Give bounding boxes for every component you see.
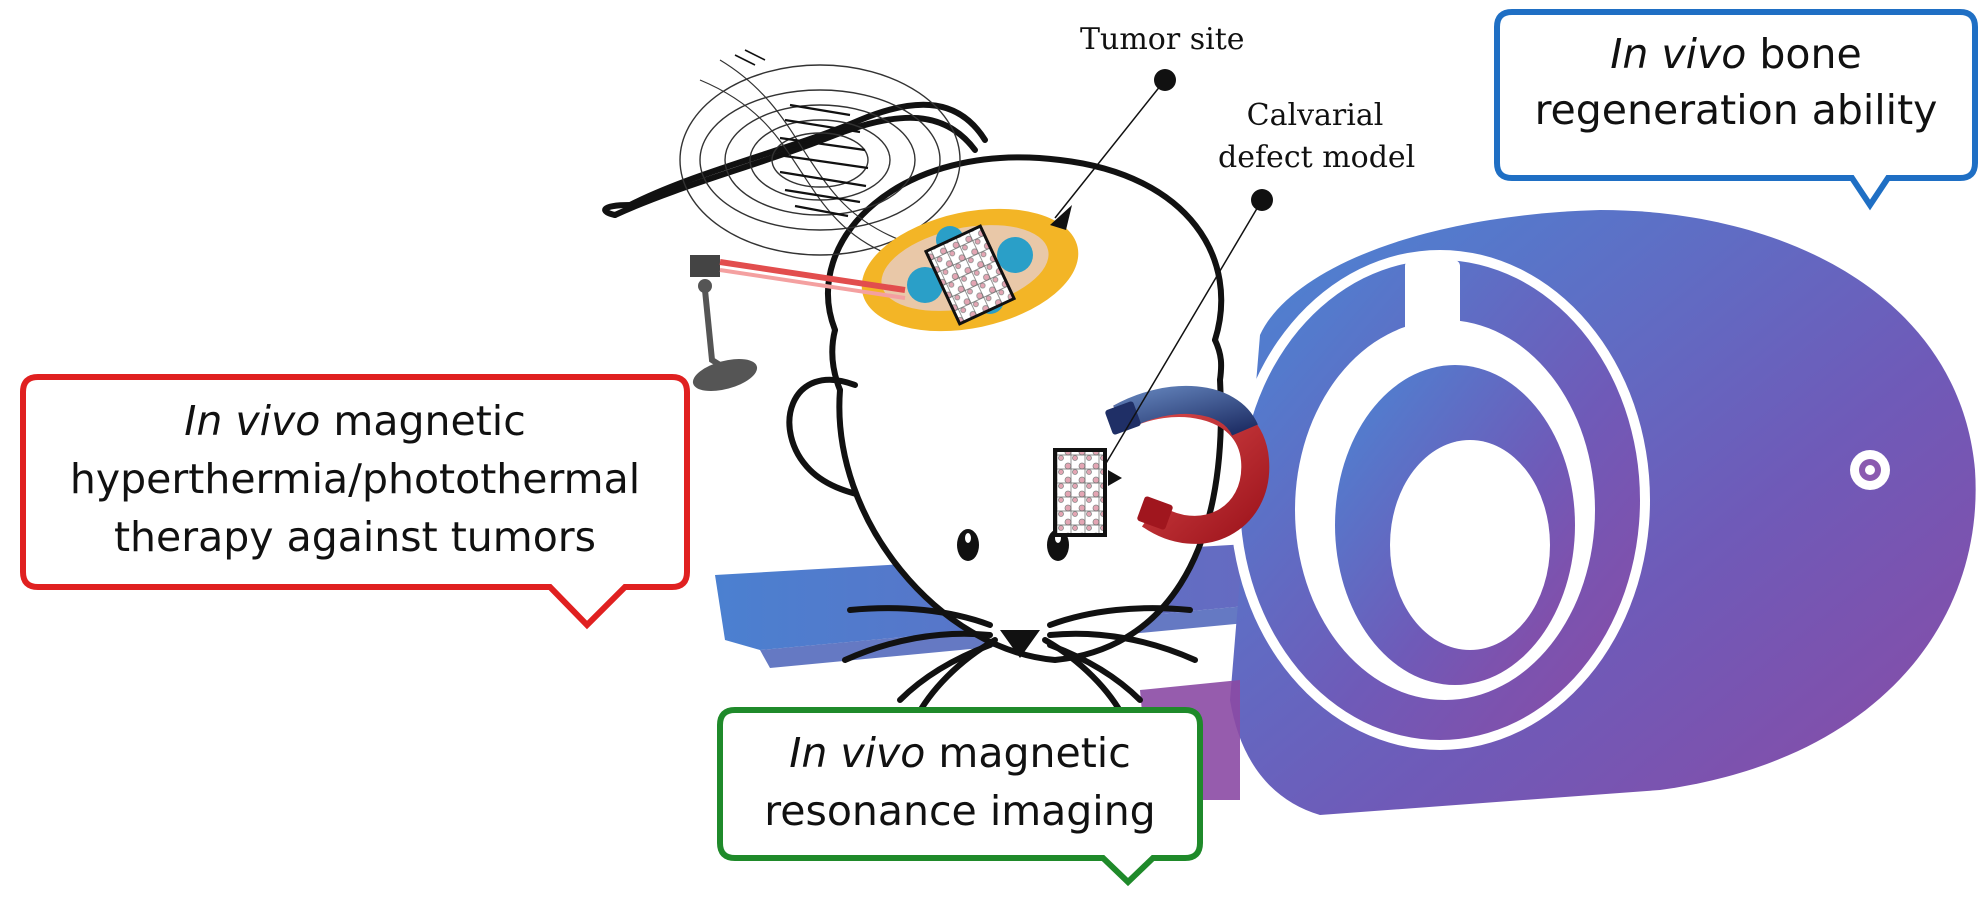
callout-mri-frame [717, 707, 1203, 887]
callout-bone-rest: bone [1746, 30, 1862, 78]
tumor-site-label: Tumor site [1080, 22, 1245, 57]
callout-mri-line2: resonance imaging [764, 787, 1156, 835]
callout-mri-rest: magnetic [925, 729, 1131, 777]
callout-mri-text: In vivo magnetic resonance imaging [723, 724, 1197, 840]
callout-hyperthermia-frame [20, 374, 690, 630]
callout-mri-italic: In vivo [789, 729, 926, 777]
tumor-pointer [1050, 69, 1176, 230]
callout-bone-text: In vivo bone regeneration ability [1500, 26, 1972, 138]
callout-bone-line2: regeneration ability [1534, 86, 1938, 134]
laser-pointer-icon [690, 255, 906, 391]
callout-bone-italic: In vivo [1610, 30, 1747, 78]
tumor-site-icon [861, 208, 1079, 332]
magnetic-coil-icon [679, 49, 961, 256]
calvarial-pointer [1104, 189, 1273, 466]
mri-scanner-icon [715, 210, 1976, 815]
calvarial-label-line2: defect model [1218, 140, 1416, 175]
callout-hyperthermia-rest: magnetic [320, 397, 526, 445]
calvarial-implant-icon [1053, 448, 1122, 537]
callout-hyperthermia-line2: hyperthermia/photothermal [69, 455, 641, 503]
calvarial-label-line1: Calvarial [1246, 98, 1384, 133]
callout-bone-frame [1494, 9, 1978, 211]
callout-hyperthermia-line3: therapy against tumors [113, 513, 596, 561]
scaffold-implant-icon [923, 224, 1017, 326]
callout-hyperthermia-text: In vivo magnetic hyperthermia/phototherm… [26, 392, 684, 566]
callout-hyperthermia-italic: In vivo [184, 397, 321, 445]
